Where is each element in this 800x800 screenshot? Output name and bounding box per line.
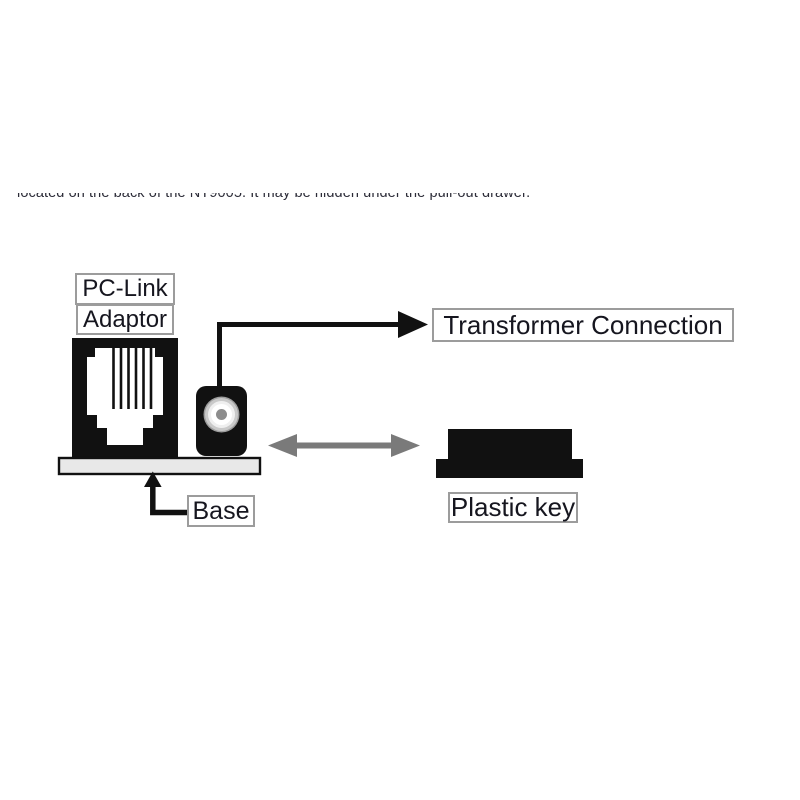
base-arrow — [144, 471, 187, 516]
rj11-pins — [112, 348, 153, 409]
transformer-arrow — [217, 311, 428, 388]
label-pc-link-text: PC-Link — [82, 275, 168, 302]
label-plastic-key: Plastic key — [448, 492, 578, 523]
label-pc-link: PC-Link — [75, 273, 175, 305]
barrel-connector-icon — [196, 386, 247, 456]
base-plate — [57, 456, 262, 476]
label-base: Base — [187, 495, 255, 527]
label-plastic-key-text: Plastic key — [450, 492, 576, 522]
swap-arrow — [268, 434, 420, 457]
clipped-paragraph: located on the back of the NT9005. It ma… — [17, 193, 557, 200]
label-transformer-connection: Transformer Connection — [432, 308, 734, 342]
label-transformer-connection-text: Transformer Connection — [443, 309, 723, 340]
label-adaptor-text: Adaptor — [82, 305, 168, 333]
label-adaptor: Adaptor — [76, 304, 174, 335]
clipped-paragraph-text: located on the back of the NT9005. It ma… — [17, 193, 557, 200]
plastic-key-icon — [436, 429, 583, 478]
rj11-jack-icon — [72, 338, 178, 459]
label-base-text: Base — [192, 496, 250, 525]
